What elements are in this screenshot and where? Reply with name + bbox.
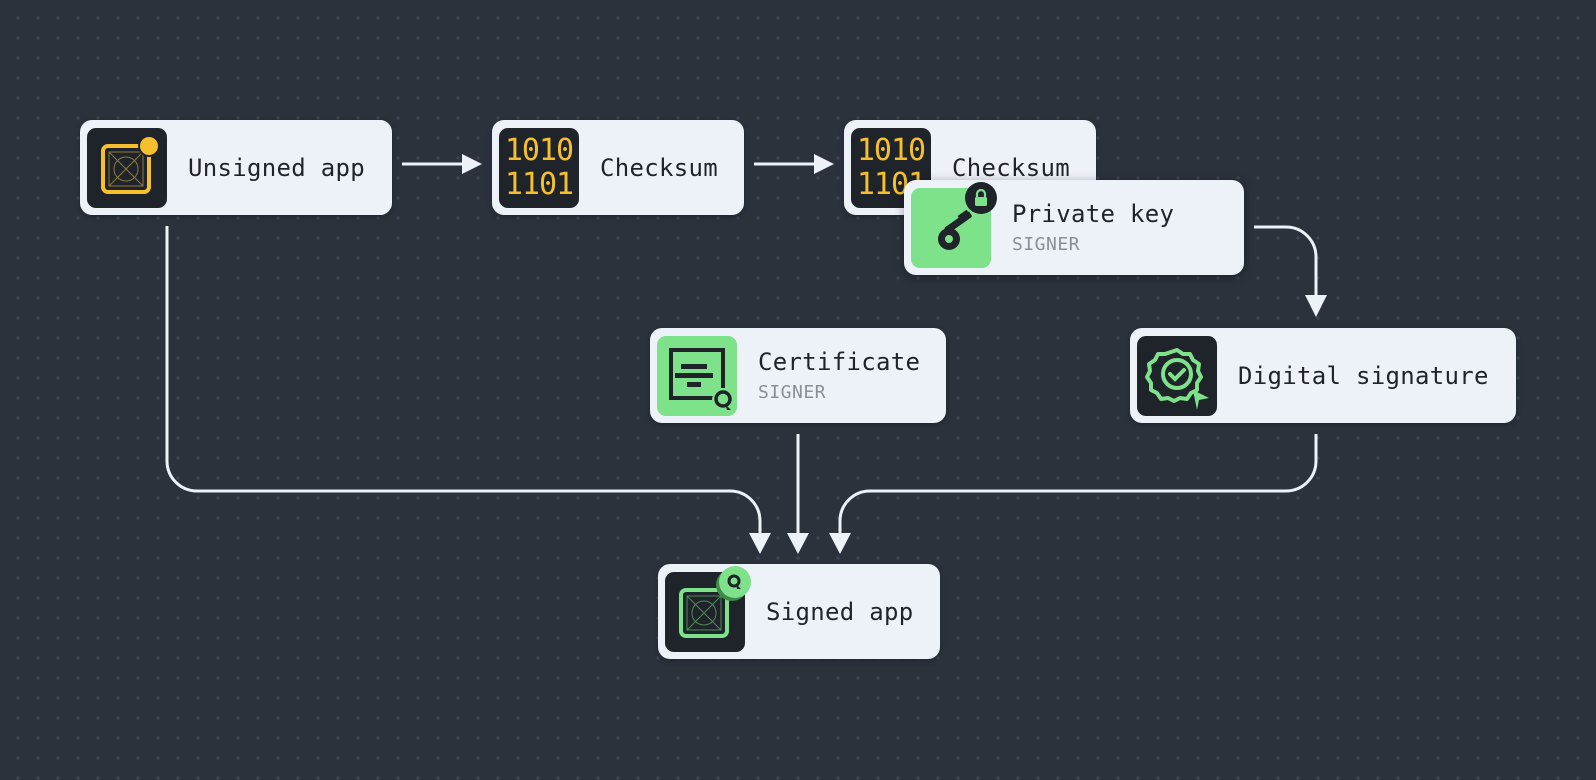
node-title: Checksum	[600, 153, 718, 182]
edge-unsigned-to-signed	[165, 226, 762, 538]
app-icon	[665, 565, 751, 652]
node-certificate[interactable]: Certificate SIGNER	[650, 328, 946, 423]
node-title: Certificate	[758, 348, 921, 376]
node-digital-signature[interactable]: Digital signature	[1130, 328, 1516, 423]
verified-badge-icon	[1137, 335, 1217, 416]
key-icon	[911, 181, 997, 268]
node-signed-app[interactable]: Signed app	[658, 564, 940, 659]
certificate-seal-icon	[719, 565, 751, 598]
binary-line: 1101	[504, 166, 574, 202]
arrowhead	[462, 154, 482, 174]
node-private-key[interactable]: Private key SIGNER	[904, 180, 1244, 275]
binary-line: 1010	[856, 132, 926, 168]
arrowhead	[814, 154, 834, 174]
arrowhead	[1305, 295, 1327, 317]
lock-icon	[965, 181, 997, 214]
arrowhead	[787, 533, 809, 554]
node-unsigned-app[interactable]: Unsigned app	[80, 120, 392, 215]
status-dot-icon	[140, 136, 158, 155]
certificate-icon	[657, 335, 737, 416]
node-title: Unsigned app	[188, 153, 365, 182]
arrowhead	[749, 533, 771, 554]
edge-privatekey-to-signature	[1254, 225, 1318, 296]
binary-line: 1010	[504, 132, 574, 168]
node-title: Digital signature	[1238, 361, 1489, 390]
node-subtitle: SIGNER	[758, 382, 827, 403]
node-subtitle: SIGNER	[1012, 234, 1081, 255]
node-title: Checksum	[952, 153, 1070, 182]
arrowhead	[829, 533, 851, 554]
node-title: Private key	[1012, 200, 1175, 228]
edge-signature-to-signed	[838, 434, 1318, 538]
app-icon	[87, 127, 167, 208]
node-title: Signed app	[766, 597, 914, 626]
